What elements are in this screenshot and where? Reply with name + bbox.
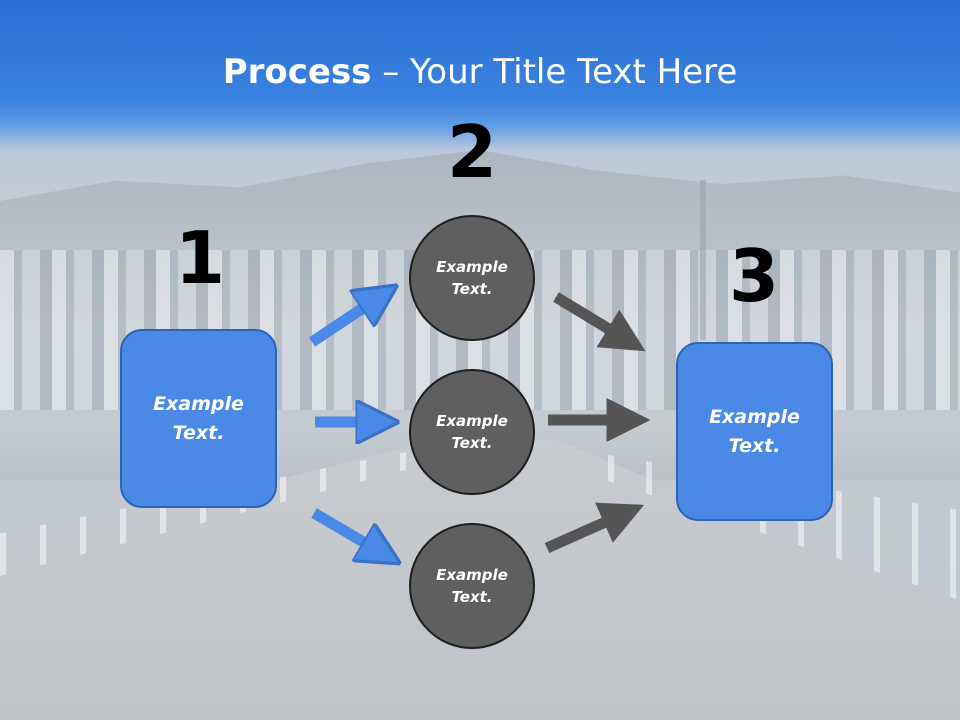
step-3-box-text: Example Text. xyxy=(709,406,800,457)
circle-top-text: Example Text. xyxy=(436,257,508,299)
step-number-1: 1 xyxy=(174,216,226,300)
step-2-circle-middle[interactable]: Example Text. xyxy=(409,369,535,495)
step-number-3: 3 xyxy=(728,234,780,318)
arrow-left-to-top xyxy=(308,300,375,347)
circle-bottom-text: Example Text. xyxy=(436,565,508,607)
slide-title: Process – Your Title Text Here xyxy=(0,52,960,92)
step-3-box[interactable]: Example Text. xyxy=(676,342,833,521)
circle-middle-text: Example Text. xyxy=(436,411,508,453)
arrow-bottom-to-right xyxy=(544,502,645,554)
background-lamp-post xyxy=(700,180,706,340)
step-2-circle-top[interactable]: Example Text. xyxy=(409,215,535,341)
step-number-2: 2 xyxy=(446,110,498,194)
step-2-circle-bottom[interactable]: Example Text. xyxy=(409,523,535,649)
title-bold: Process xyxy=(222,52,372,92)
step-1-box[interactable]: Example Text. xyxy=(120,329,277,508)
arrow-top-to-right xyxy=(553,292,646,352)
step-1-box-text: Example Text. xyxy=(153,393,244,444)
title-rest: – Your Title Text Here xyxy=(371,52,738,92)
arrow-left-to-bottom xyxy=(311,508,377,550)
